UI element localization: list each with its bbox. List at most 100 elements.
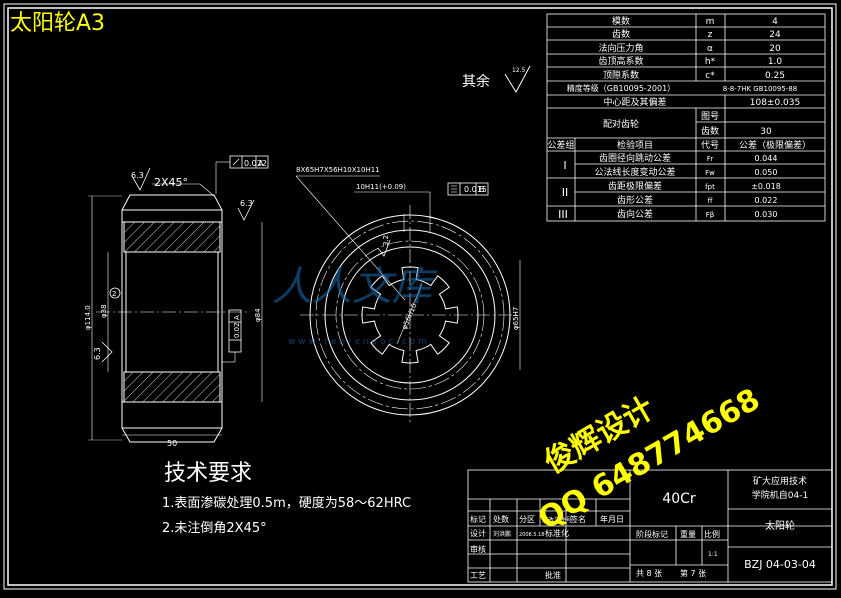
tb-label: 签名 [570, 514, 586, 524]
param-name: 顶隙系数 [603, 69, 639, 81]
tb-label: 标记 [470, 514, 486, 524]
tb-scale-value: 1:1 [708, 551, 718, 558]
tol-item-name: 齿距极限偏差 [608, 180, 662, 192]
spline-spec: 8X65H7X56H10X10H11 [296, 166, 380, 174]
tol-item-code: Fβ [706, 211, 715, 219]
roughness-value: 6.3 [131, 171, 144, 180]
inner-frame [7, 7, 833, 586]
tb-label: 年月日 [600, 514, 624, 524]
tb-approve: 批准 [545, 570, 561, 580]
section-labels: 2X45° 0.022 A 6.3 6.3 6.3 2 φ114.0 φ38 φ… [84, 159, 267, 448]
tech-line-1: 1.表面渗碳处理0.5m，硬度为58～62HRC [162, 495, 411, 511]
tol-item-name: 公法线长度变动公差 [594, 166, 675, 178]
tb-weight: 重量 [680, 529, 696, 539]
mate-drawing-no-label: 图号 [701, 111, 719, 122]
tol-item-value: 0.022 [755, 196, 778, 205]
gear-parameter-table [546, 13, 826, 222]
param-rows: 模数 m 4 齿数 z 24 法向压力角 α 20 齿顶高系数 h* 1.0 顶… [547, 15, 811, 221]
mid-diameter-label: φ84 [254, 308, 262, 322]
tb-sheet-no: 第 7 张 [680, 568, 706, 578]
watermark-url: w w w . r e n r e n d o c . c o m [288, 337, 427, 347]
perp-value: 0.02 [233, 322, 241, 338]
symmetry-datum: B [479, 185, 485, 194]
param-value: 4 [772, 17, 778, 27]
roughness-symbol: 12.5 [504, 65, 531, 94]
tol-head-item: 检验项目 [617, 139, 653, 151]
center-distance-value: 108±0.035 [750, 98, 800, 108]
tb-check: 审核 [470, 544, 486, 554]
tb-drawing-no: BZJ 04-03-04 [744, 558, 816, 571]
tol-item-name: 齿圈径向跳动公差 [599, 152, 671, 164]
watermark: 人人文库 w w w . r e n r e n d o c . c o m [272, 264, 438, 347]
param-symbol: c* [705, 71, 715, 81]
param-symbol: h* [705, 57, 716, 67]
tb-label: 分区 [519, 515, 535, 524]
tol-item-code: ff [708, 197, 713, 205]
mate-gear-label: 配对齿轮 [603, 118, 639, 130]
center-distance-label: 中心距及其偏差 [603, 96, 666, 108]
tol-item-value: 0.030 [755, 210, 778, 219]
param-name: 齿顶高系数 [598, 55, 643, 67]
param-symbol: z [708, 30, 713, 40]
watermark-logo-text: 人人文库 [272, 264, 438, 310]
tb-scale: 比例 [704, 529, 720, 539]
surface-finish-label: 其余 [462, 73, 490, 90]
seller-stamp: 俊辉设计 QQ 648774668 [533, 382, 766, 537]
tb-part-name: 太阳轮 [765, 519, 795, 532]
roughness-value: 12.5 [512, 67, 526, 74]
symmetry-frame [447, 182, 489, 196]
param-value: 20 [769, 44, 781, 54]
outer-border [3, 3, 837, 590]
mate-teeth-label: 齿数 [701, 125, 719, 137]
accuracy-label: 精度等级（GB10095-2001） [567, 83, 675, 93]
tol-group-roman: II [562, 186, 569, 199]
accuracy-value: 8-8-7HK GB10095-88 [723, 85, 797, 93]
tb-designer: 刘洪鹏 [493, 530, 511, 538]
front-view [295, 175, 521, 425]
spline-hole [361, 266, 459, 364]
tol-item-value: 0.044 [755, 154, 778, 163]
tol-group-roman: III [558, 208, 568, 221]
tol-item-code: Fw [705, 169, 715, 177]
roughness-mark [237, 199, 255, 221]
roughness-mark [131, 167, 151, 191]
title-block-text: 标记 处数 分区 更改文件号 签名 年月日 设计 刘洪鹏 2008.5.18 标… [470, 475, 816, 580]
sheet-title: 太阳轮A3 [10, 11, 105, 36]
keyway-roughness: 3.2 [382, 235, 390, 246]
tol-item-value: 0.050 [755, 168, 778, 177]
hatch-bottom [123, 371, 221, 403]
spline-diameter: φ65H7 [512, 307, 520, 330]
tol-item-code: Fr [707, 155, 714, 163]
tech-heading: 技术要求 [164, 461, 252, 486]
tb-standard: 标准化 [545, 528, 569, 538]
title-block [467, 469, 833, 583]
tol-head-value: 公差（极限偏差） [739, 139, 811, 151]
tol-item-code: fpt [705, 183, 715, 191]
param-name: 法向压力角 [598, 42, 643, 54]
param-name: 模数 [612, 15, 630, 27]
param-symbol: α [707, 44, 713, 54]
spline-leader [295, 175, 406, 301]
keyway-width: 10H11(+0.09) [356, 183, 406, 191]
runout-datum: A [258, 159, 264, 168]
param-symbol: m [706, 17, 715, 27]
mate-teeth-value: 30 [760, 127, 772, 137]
section-outline [121, 194, 223, 443]
tb-label: 更改文件号 [542, 516, 572, 524]
tb-date: 2008.5.18 [519, 532, 544, 538]
tb-craft: 工艺 [470, 571, 486, 580]
roughness-mark [101, 341, 113, 363]
callout-number: 2 [112, 290, 116, 298]
tb-school-1: 矿大应用技术 [753, 475, 807, 487]
bore-diameter-label: φ38 [100, 304, 108, 318]
param-value: 0.25 [765, 71, 785, 81]
tol-item-value: ±0.018 [751, 182, 781, 191]
symmetry-value: 0.015 [464, 185, 487, 194]
tech-line-2: 2.未注倒角2X45° [162, 521, 267, 536]
hatch-top [123, 221, 221, 253]
roughness-value: 6.3 [240, 199, 253, 208]
tb-label: 处数 [493, 514, 509, 524]
callout-circle [109, 287, 121, 299]
